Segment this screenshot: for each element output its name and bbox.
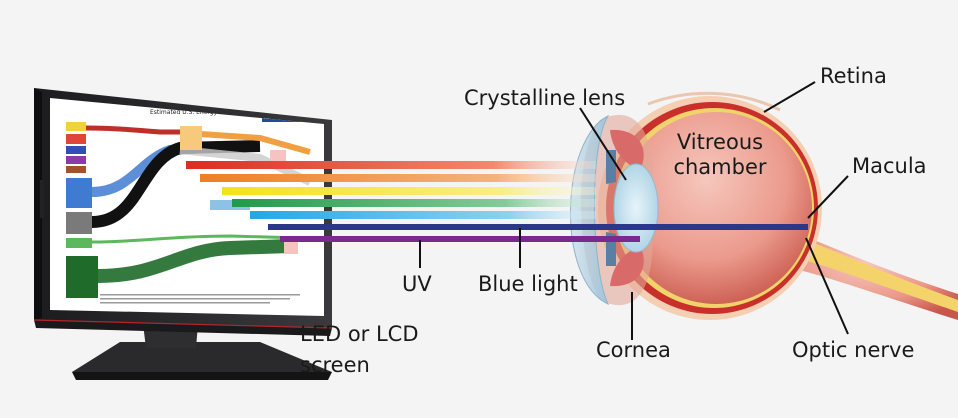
- ciliary-body-top: [610, 129, 644, 170]
- vitreous-chamber: [620, 112, 812, 304]
- label-cornea: Cornea: [596, 338, 671, 362]
- ray-cyan: [250, 211, 596, 219]
- ray-blue-light: [268, 224, 808, 230]
- label-vitreous-line1: Vitreous: [676, 130, 764, 154]
- label-screen-line2: screen: [300, 353, 370, 377]
- screen-source-hydro: [66, 146, 86, 154]
- ray-red: [186, 161, 596, 169]
- monitor-stand-base: [72, 342, 332, 372]
- label-retina: Retina: [820, 64, 887, 88]
- label-screen-line1: LED or LCD: [300, 322, 419, 346]
- optic-nerve-core: [795, 236, 958, 312]
- leader-lines: [419, 81, 849, 340]
- light-rays: [186, 161, 808, 242]
- screen-source-wind: [66, 156, 86, 164]
- screen-source-petroleum: [66, 256, 98, 298]
- monitor: Estimated U.S. Energy Use in 2012: ~95.1…: [33, 88, 333, 380]
- screen-source-nuclear: [66, 134, 86, 144]
- label-vitreous-line2: chamber: [673, 155, 767, 179]
- leader-macula: [807, 175, 849, 219]
- label-blue-light: Blue light: [478, 272, 578, 296]
- leader-optic-nerve: [805, 237, 849, 335]
- screen-sector-box: [180, 126, 202, 150]
- ray-uv: [280, 236, 640, 242]
- screen-source-solar: [66, 122, 86, 131]
- leader-lens: [579, 107, 627, 181]
- monitor-screen: [50, 98, 324, 316]
- ray-orange: [200, 174, 596, 182]
- ray-green: [232, 199, 596, 207]
- leader-retina: [763, 81, 816, 113]
- ciliary-body-bottom: [610, 246, 644, 287]
- label-screen: LED or LCD screen: [300, 322, 419, 378]
- eye-anatomy: [570, 91, 958, 320]
- screen-source-natural-gas: [66, 178, 92, 208]
- label-crystalline-lens: Crystalline lens: [464, 86, 626, 110]
- screen-source-biomass: [66, 238, 92, 248]
- screen-source-coal: [66, 212, 92, 234]
- ray-yellow: [222, 187, 596, 195]
- label-vitreous-chamber: Vitreous chamber: [672, 130, 768, 180]
- label-macula: Macula: [852, 154, 927, 178]
- label-uv: UV: [402, 272, 432, 296]
- label-optic-nerve: Optic nerve: [792, 338, 915, 362]
- screen-source-geothermal: [66, 166, 86, 173]
